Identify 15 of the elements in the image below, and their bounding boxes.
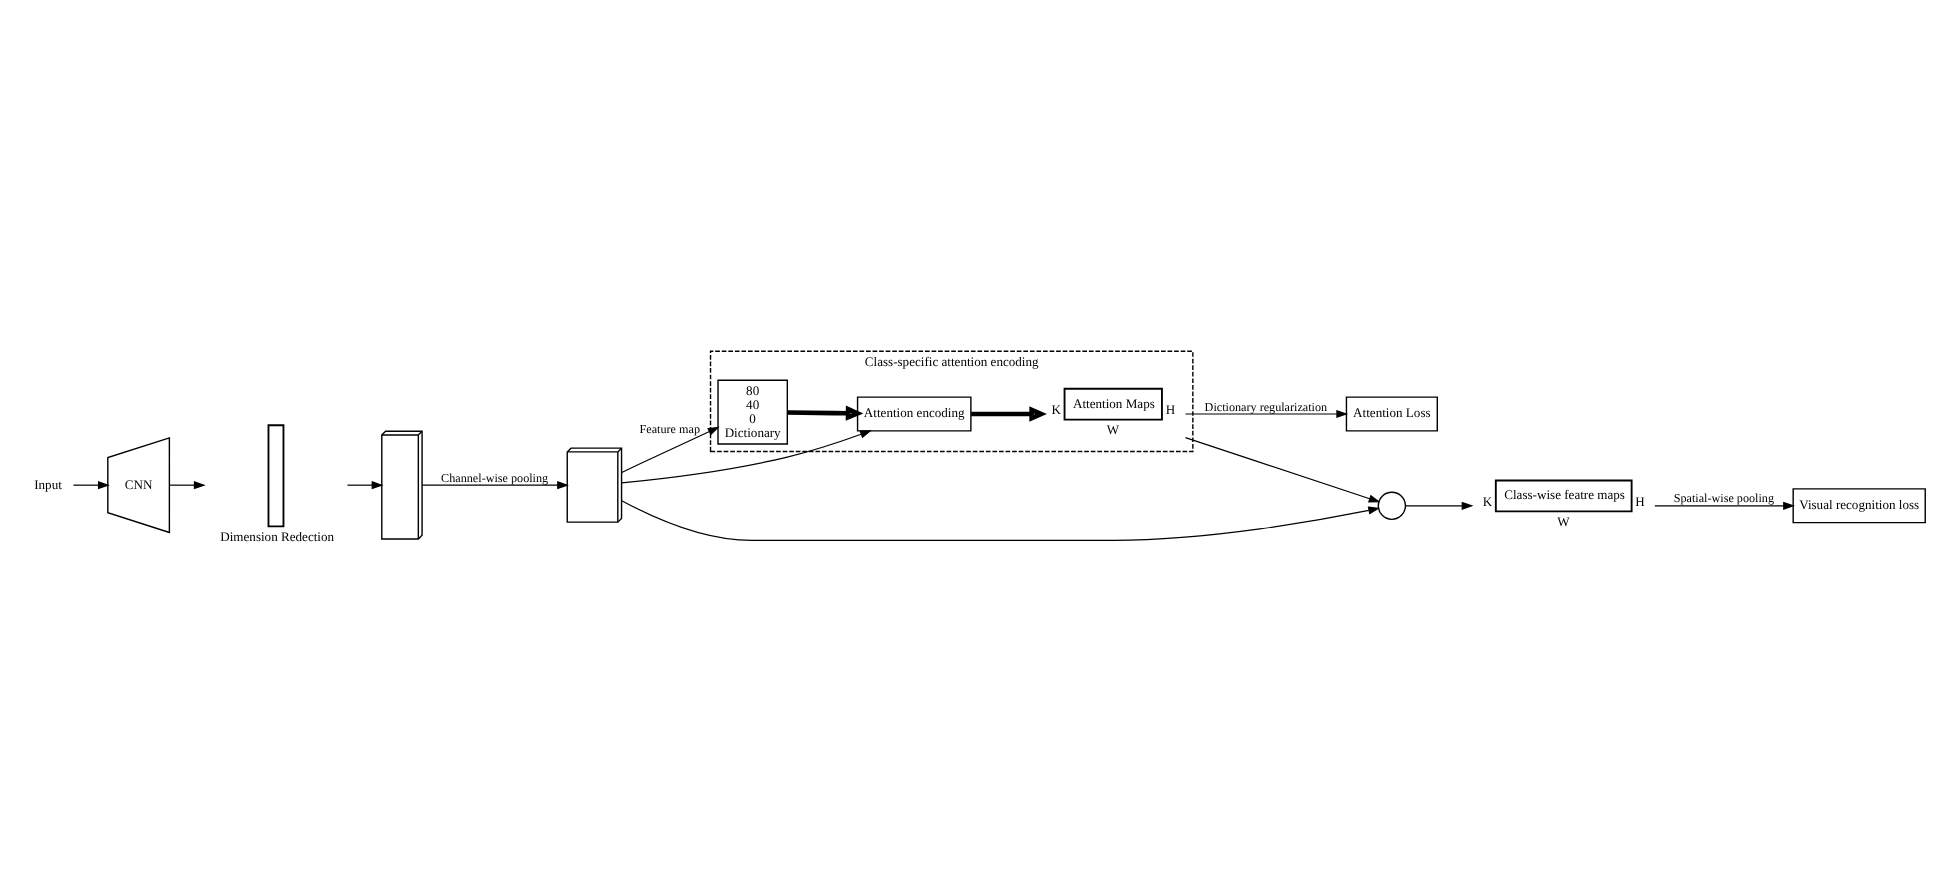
arrow <box>168 480 206 489</box>
arrow <box>421 480 569 489</box>
arrow <box>787 404 864 420</box>
arrow <box>621 499 1381 541</box>
arrow <box>1654 500 1795 509</box>
arrow <box>346 480 384 489</box>
arrow <box>1404 500 1474 509</box>
arrow <box>621 425 720 473</box>
arrow <box>971 405 1047 421</box>
node-bar <box>267 423 285 527</box>
arrow <box>72 480 110 489</box>
node-circle <box>1377 490 1407 520</box>
arrow <box>621 429 872 483</box>
arrow <box>1184 408 1349 418</box>
arrow <box>1184 436 1381 502</box>
